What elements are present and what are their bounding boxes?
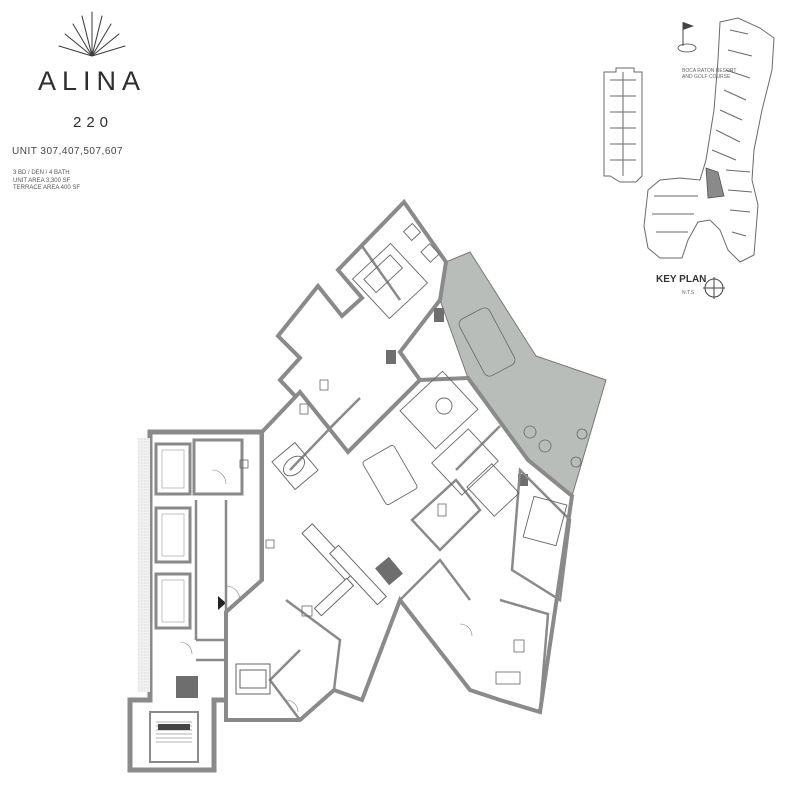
key-plan-scale: N.T.S. (682, 290, 696, 296)
sunburst-logo-icon (58, 11, 126, 57)
spec-terrace-area: TERRACE AREA 400 SF (13, 185, 81, 191)
storage-room-2 (154, 506, 192, 564)
bath-fixtures (239, 379, 525, 685)
unit-specs: 3 BD / DEN / 4 BATH UNIT AREA 3,300 SF T… (13, 170, 80, 193)
terrace-table (458, 307, 516, 377)
key-plan-title: KEY PLAN (656, 274, 707, 285)
door-swings (179, 469, 473, 713)
exterior-hatch (138, 438, 150, 692)
storage-room-3 (154, 572, 192, 630)
key-plan-unit-highlight (705, 167, 725, 199)
living-furniture (399, 370, 499, 496)
terrace-chairs (523, 425, 588, 468)
secondary-beds (466, 463, 568, 547)
den-sofa (235, 663, 271, 695)
unit-numbers: UNIT 307,407,507,607 (12, 146, 124, 157)
golf-course-label: BOCA RATON RESORT AND GOLF COURSE (682, 68, 737, 80)
key-plan: BOCA RATON RESORT AND GOLF COURSE KEY PL… (590, 0, 795, 310)
spec-bedrooms: 3 BD / DEN / 4 BATH (13, 170, 70, 176)
north-compass-icon (703, 277, 725, 299)
kitchen-counters (301, 523, 387, 617)
key-plan-building-tower (643, 17, 775, 263)
spec-unit-area: UNIT AREA 3,300 SF (13, 177, 71, 184)
brand-name: ALINA (38, 66, 147, 96)
master-tub (271, 441, 319, 491)
storage-room-4 (192, 438, 244, 496)
key-plan-building-left (603, 67, 643, 183)
brand-block: ALINA 220 (20, 0, 170, 200)
entry-arrow-icon (218, 596, 226, 610)
storage-room-1 (154, 442, 192, 496)
master-bed (351, 222, 440, 320)
golf-flag-icon (677, 22, 697, 53)
key-plan-drawing (603, 17, 775, 299)
model-number: 220 (73, 114, 114, 131)
dining-table (362, 444, 418, 506)
stair (149, 711, 199, 763)
structural-columns (176, 308, 528, 698)
